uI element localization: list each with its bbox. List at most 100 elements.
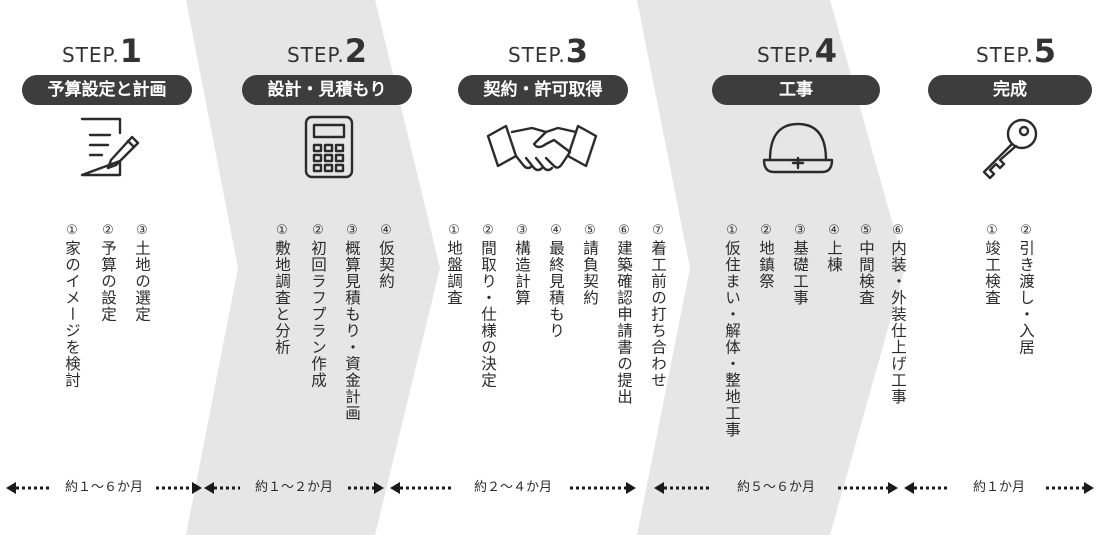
item-number: ③ [516, 223, 528, 238]
double-arrow-icon [654, 482, 898, 494]
chevron-band-step-4 [637, 0, 905, 535]
step-number: 5 [1033, 32, 1057, 70]
step-4-title: 工事 [712, 75, 880, 105]
item-text: 敷地調査と分析 [273, 240, 291, 356]
list-item: ① 竣工検査 [980, 222, 1004, 306]
double-arrow-icon [204, 482, 384, 494]
step-word: STEP. [507, 43, 566, 67]
list-item: ② 引き渡し・入居 [1014, 222, 1038, 356]
duration-step-4: 約５～６か月 [654, 478, 898, 498]
step-number: 1 [119, 32, 143, 70]
double-arrow-icon [904, 482, 1094, 494]
step-2-heading: STEP.2 [232, 32, 422, 70]
list-item: ③ 土地の選定 [130, 222, 154, 323]
item-text: 着工前の打ち合わせ [649, 240, 667, 389]
step-3: STEP.3 契約・許可取得 ① 地盤調査 ② 間取り・仕様の決定 ③ 構造計算 ④ 最… [440, 0, 680, 535]
handshake-icon [484, 116, 600, 184]
list-item: ① 家のイメージを検討 [60, 222, 84, 389]
duration-step-2: 約１～２か月 [204, 478, 384, 498]
item-text: 仮住まい・解体・整地工事 [723, 240, 741, 438]
item-text: 竣工検査 [983, 240, 1001, 306]
item-number: ② [1020, 223, 1032, 238]
list-item: ⑥ 建築確認申請書の提出 [612, 222, 636, 405]
item-number: ② [482, 223, 494, 238]
calculator-icon [300, 113, 364, 187]
item-text: 地盤調査 [445, 240, 463, 306]
step-5-title: 完成 [928, 75, 1092, 105]
item-text: 間取り・仕様の決定 [479, 240, 497, 389]
step-word: STEP. [756, 43, 815, 67]
step-1-heading: STEP.1 [12, 32, 192, 70]
item-text: 予算の設定 [99, 240, 117, 323]
step-word: STEP. [975, 43, 1034, 67]
item-number: ① [726, 223, 738, 238]
step-3-title: 契約・許可取得 [458, 75, 628, 105]
item-text: 引き渡し・入居 [1017, 240, 1035, 356]
item-number: ② [102, 223, 114, 238]
list-item: ③ 概算見積もり・資金計画 [340, 222, 364, 422]
list-item: ② 間取り・仕様の決定 [476, 222, 500, 389]
item-number: ① [986, 223, 998, 238]
item-text: 初回ラフプラン作成 [309, 240, 327, 389]
item-number: ⑤ [860, 223, 872, 238]
step-number: 4 [814, 32, 838, 70]
item-text: 最終見積もり [547, 240, 565, 339]
list-item: ⑤ 請負契約 [578, 222, 602, 306]
item-number: ① [66, 223, 78, 238]
list-item: ① 敷地調査と分析 [270, 222, 294, 356]
double-arrow-icon [6, 482, 202, 494]
item-number: ⑥ [618, 223, 630, 238]
step-5: STEP.5 完成 ① 竣工検査 ② 引き渡し・入居 [912, 0, 1092, 535]
item-number: ③ [136, 223, 148, 238]
item-number: ① [448, 223, 460, 238]
list-item: ① 仮住まい・解体・整地工事 [720, 222, 744, 438]
item-text: 建築確認申請書の提出 [615, 240, 633, 405]
list-item: ③ 構造計算 [510, 222, 534, 306]
item-number: ③ [346, 223, 358, 238]
item-number: ④ [828, 223, 840, 238]
step-4-heading: STEP.4 [692, 32, 902, 70]
item-text: 仮契約 [377, 240, 395, 290]
key-icon [974, 114, 1044, 188]
list-item: ⑤ 中間検査 [854, 222, 878, 306]
list-item: ② 初回ラフプラン作成 [306, 222, 330, 389]
item-number: ④ [380, 223, 392, 238]
duration-step-3: 約２～４か月 [390, 478, 636, 498]
item-text: 請負契約 [581, 240, 599, 306]
double-arrow-icon [390, 482, 636, 494]
item-text: 上棟 [825, 240, 843, 273]
item-text: 概算見積もり・資金計画 [343, 240, 361, 422]
step-5-heading: STEP.5 [926, 32, 1100, 70]
list-item: ⑦ 着工前の打ち合わせ [646, 222, 670, 389]
item-text: 家のイメージを検討 [63, 240, 81, 389]
item-number: ② [760, 223, 772, 238]
list-item: ④ 最終見積もり [544, 222, 568, 339]
list-item: ① 地盤調査 [442, 222, 466, 306]
item-text: 構造計算 [513, 240, 531, 306]
item-number: ④ [550, 223, 562, 238]
duration-step-5: 約１か月 [904, 478, 1094, 498]
list-item: ④ 上棟 [822, 222, 846, 273]
item-text: 土地の選定 [133, 240, 151, 323]
item-number: ① [276, 223, 288, 238]
step-number: 3 [565, 32, 589, 70]
item-number: ⑤ [584, 223, 596, 238]
item-number: ⑦ [652, 223, 664, 238]
item-text: 基礎工事 [791, 240, 809, 306]
step-word: STEP. [286, 43, 345, 67]
item-number: ⑥ [892, 223, 904, 238]
item-text: 中間検査 [857, 240, 875, 306]
document-pen-icon [74, 113, 144, 187]
item-number: ② [312, 223, 324, 238]
chevron-band-step-2 [186, 0, 440, 535]
step-3-heading: STEP.3 [428, 32, 668, 70]
list-item: ② 予算の設定 [96, 222, 120, 323]
duration-step-1: 約１～６か月 [6, 478, 202, 498]
